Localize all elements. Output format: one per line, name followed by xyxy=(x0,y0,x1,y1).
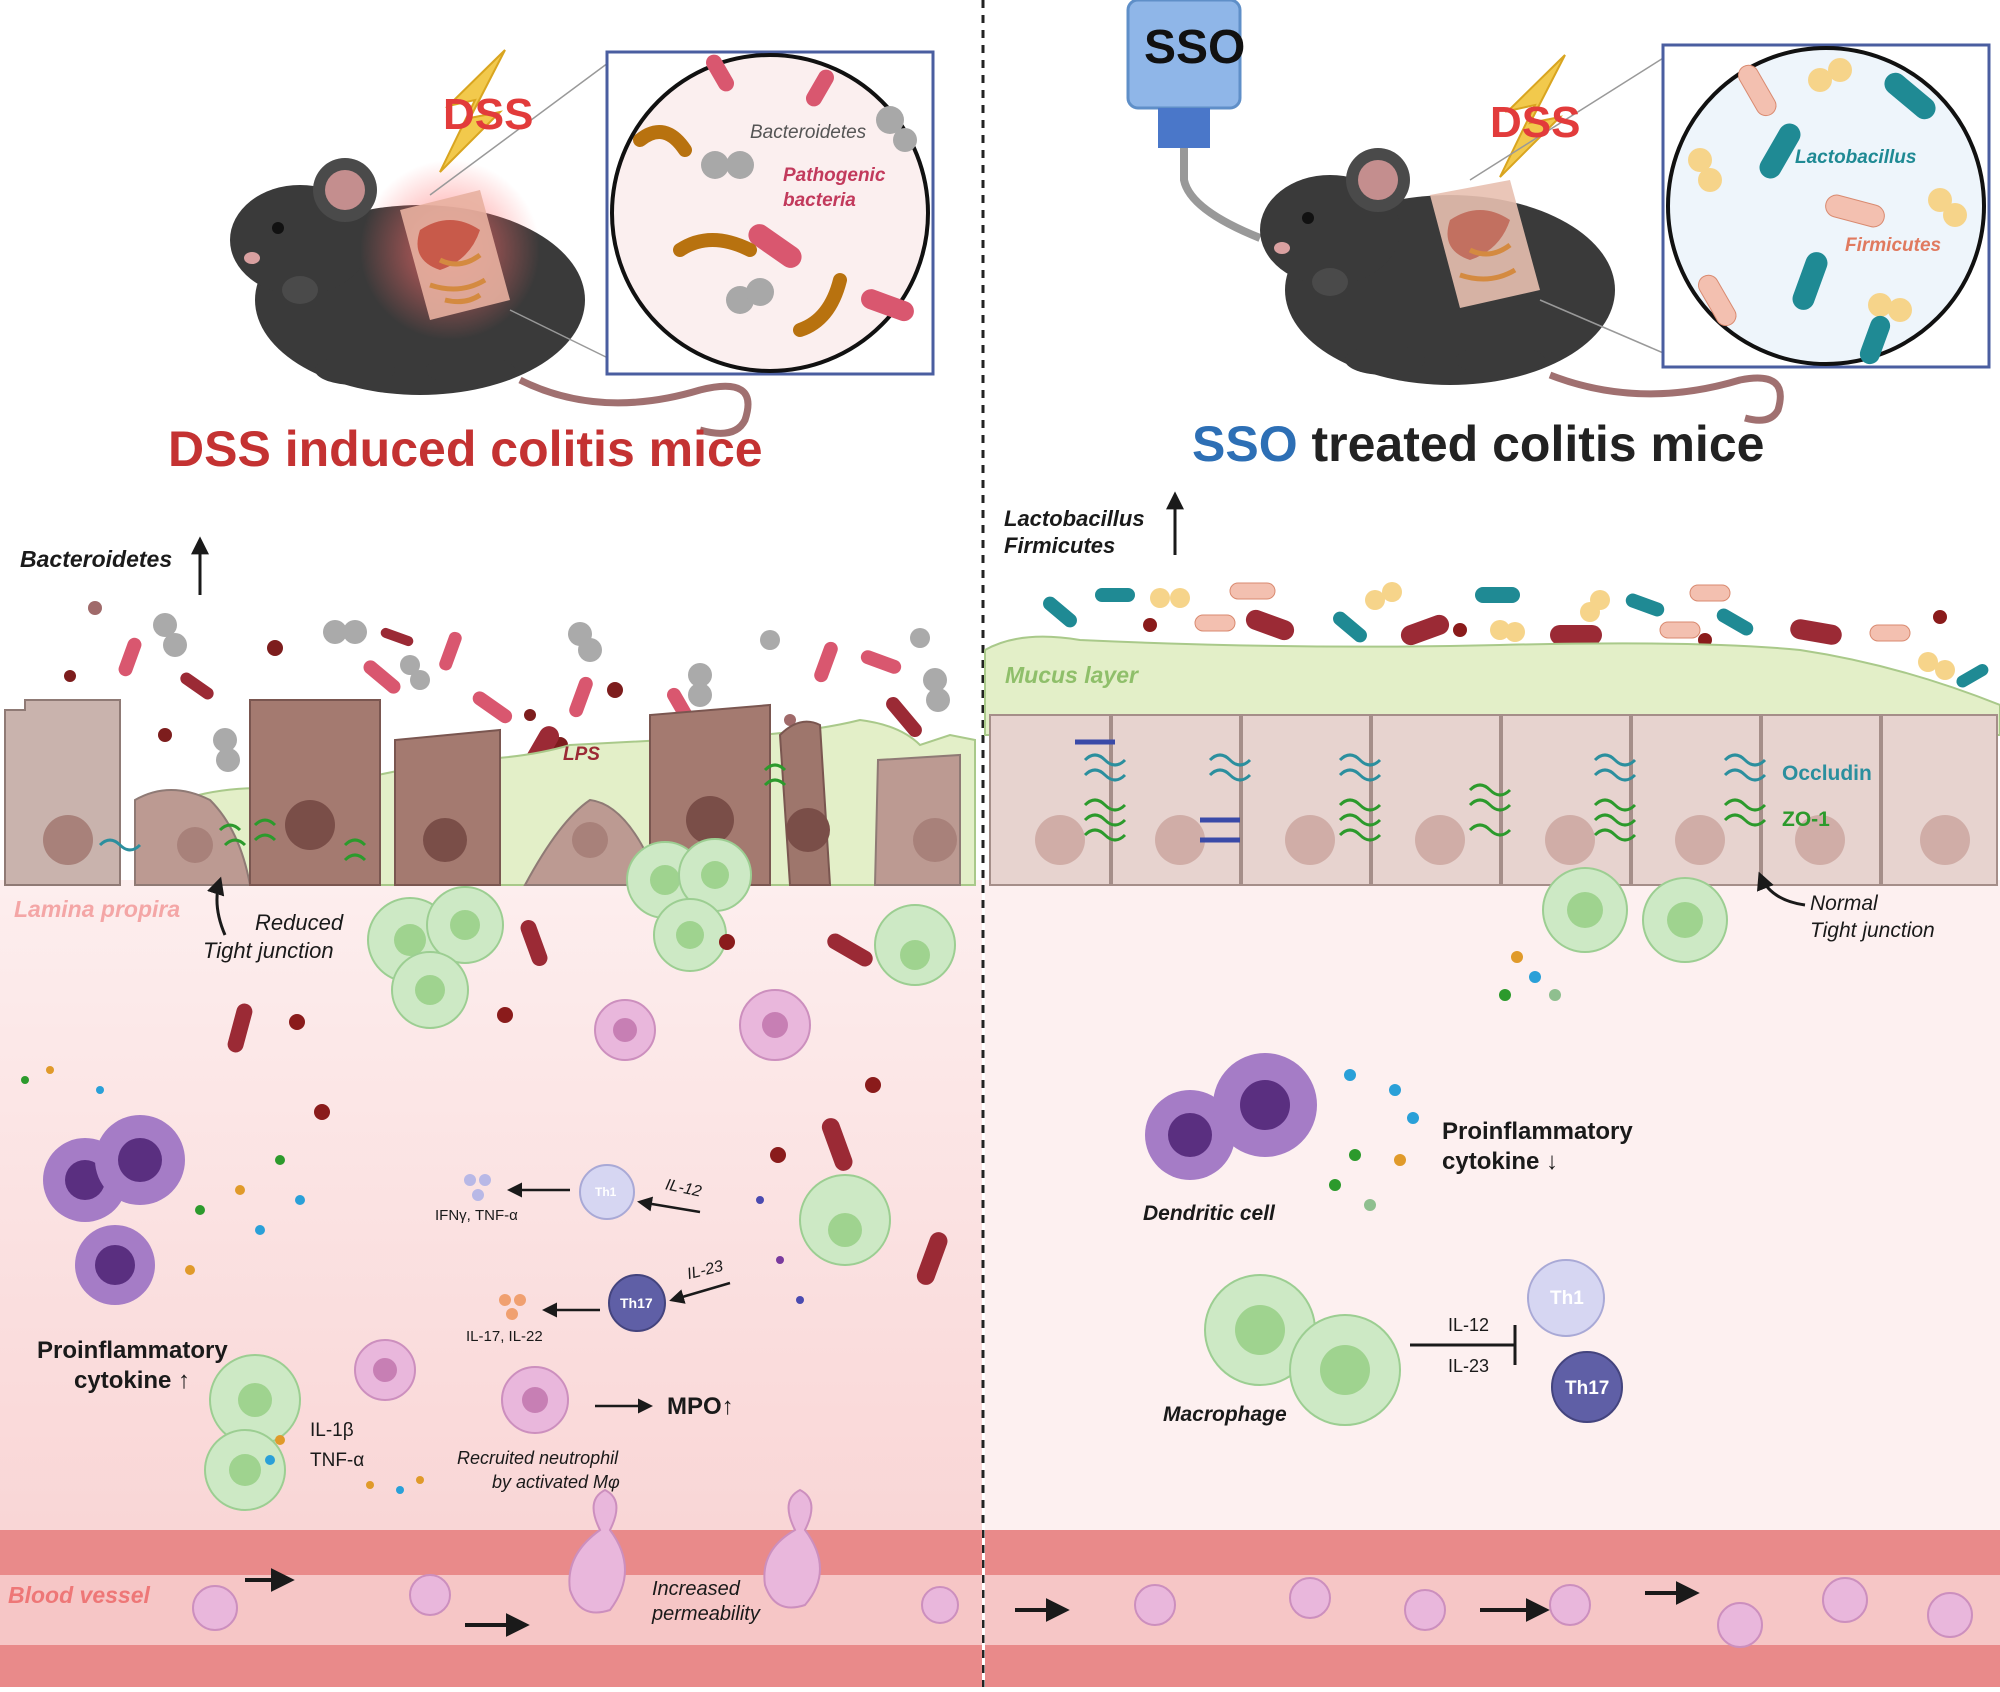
right-il23-label: IL-23 xyxy=(1448,1356,1490,1376)
left-inset-bacteria xyxy=(633,54,917,337)
left-mouse-illustration xyxy=(230,49,752,437)
right-luminal-bacteria xyxy=(1043,582,1989,688)
left-inset-circle xyxy=(610,53,930,373)
left-dendritic-cells xyxy=(43,1115,185,1305)
normal-tight-junction-label: Tight junction xyxy=(1810,919,1935,942)
firmicutes-up-label: Firmicutes xyxy=(1004,533,1116,558)
inset-guide-bottom xyxy=(509,309,613,361)
inset-guide-bottom xyxy=(1539,299,1669,356)
inset-guide-top xyxy=(1469,54,1669,181)
left-macrophage-cluster xyxy=(204,838,956,1511)
right-mouse-illustration xyxy=(1260,54,1784,424)
left-lps-debris xyxy=(227,919,948,1285)
left-epithelium xyxy=(4,699,961,886)
inset-bacteroidetes-label: Bacteroidetes xyxy=(750,122,867,143)
right-lamina-propria-bg xyxy=(985,880,2000,1530)
inset-lactobacillus-label: Lactobacillus xyxy=(1795,147,1917,168)
lps-label: LPS xyxy=(563,744,600,765)
tight-junction-label: Tight junction xyxy=(203,938,334,963)
right-macrophages-top xyxy=(1542,867,1728,963)
il1b-label: IL-1β xyxy=(310,1420,354,1441)
right-cytokine-down-label: cytokine ↓ xyxy=(1442,1148,1559,1175)
inset-guide-top xyxy=(429,59,613,196)
water-bottle-illustration xyxy=(1126,0,1262,242)
zo1-label: ZO-1 xyxy=(1782,808,1830,831)
left-luminal-bacteria xyxy=(64,601,950,774)
mucus-layer xyxy=(984,635,2000,736)
th1-icon xyxy=(579,1164,635,1220)
th1-label: Th1 xyxy=(595,1185,617,1199)
tight-junction-arrow xyxy=(207,876,227,936)
right-inset-bacteria xyxy=(1688,58,1967,365)
inset-pathogenic-label: Pathogenic xyxy=(783,165,886,186)
th17-label: Th17 xyxy=(620,1295,653,1311)
ifn-tnf-label: IFNγ, TNF-α xyxy=(435,1207,518,1224)
recruited-neutrophil-label: Recruited neutrophil xyxy=(457,1448,619,1468)
reduced-label: Reduced xyxy=(255,910,344,935)
by-activated-label: by activated Mφ xyxy=(492,1472,620,1492)
right-dss-label: DSS xyxy=(1490,98,1581,147)
right-epithelium xyxy=(989,714,1998,886)
right-th1-label: Th1 xyxy=(1550,1288,1584,1309)
inset-firmicutes-label: Firmicutes xyxy=(1845,235,1942,256)
left-proinflammatory-label: Proinflammatory xyxy=(37,1337,228,1364)
right-il12-label: IL-12 xyxy=(1448,1315,1490,1335)
left-damaged-tight-junctions xyxy=(98,763,787,862)
inhibition-symbol xyxy=(1410,1325,1517,1365)
lightning-icon xyxy=(439,49,506,173)
right-title: SSO treated colitis mice xyxy=(1192,415,1764,473)
increased-label: Increased xyxy=(652,1578,740,1600)
right-cytokine-dots xyxy=(1329,951,1561,1211)
cytokine-dots xyxy=(21,1066,804,1494)
flow-arrows xyxy=(245,1568,1700,1637)
dendritic-cell-label: Dendritic cell xyxy=(1143,1202,1275,1225)
sso-bottle-label: SSO xyxy=(1144,21,1246,74)
mpo-label: MPO↑ xyxy=(667,1393,734,1420)
right-dendritic-cells xyxy=(1145,1053,1317,1180)
th17-icon xyxy=(1551,1351,1623,1423)
right-macrophages xyxy=(1204,1274,1401,1426)
left-neutrophils xyxy=(354,989,811,1434)
permeability-label: permeability xyxy=(652,1603,760,1625)
blood-vessel xyxy=(0,1488,2000,1687)
right-title-sso: SSO xyxy=(1192,416,1298,472)
right-title-rest: treated colitis mice xyxy=(1297,416,1765,472)
inset-bacteria-label: bacteria xyxy=(783,190,856,211)
normal-tight-junctions xyxy=(1075,739,1767,843)
lamina-propria-label: Lamina propira xyxy=(14,896,181,922)
left-arrows xyxy=(507,1182,731,1414)
left-cytokine-up-label: cytokine ↑ xyxy=(74,1367,191,1394)
blood-vessel-label: Blood vessel xyxy=(8,1582,150,1608)
right-proinflammatory-label: Proinflammatory xyxy=(1442,1118,1633,1145)
tnfa-label: TNF-α xyxy=(310,1450,365,1471)
right-th17-label: Th17 xyxy=(1565,1378,1610,1399)
lightning-icon xyxy=(1499,54,1566,178)
left-title: DSS induced colitis mice xyxy=(168,421,763,477)
th1-icon xyxy=(1527,1259,1605,1337)
th17-icon xyxy=(608,1274,666,1332)
occludin-label: Occludin xyxy=(1782,762,1872,785)
normal-tight-junction-arrow xyxy=(1757,871,1806,907)
macrophage-label: Macrophage xyxy=(1163,1403,1287,1426)
left-dss-label: DSS xyxy=(443,90,534,139)
il17-il22-label: IL-17, IL-22 xyxy=(466,1328,543,1345)
mucus-layer-label: Mucus layer xyxy=(1005,662,1138,688)
bacteroidetes-up-label: Bacteroidetes xyxy=(20,546,173,572)
normal-label: Normal xyxy=(1810,892,1878,915)
lactobacillus-up-label: Lactobacillus xyxy=(1004,506,1145,531)
